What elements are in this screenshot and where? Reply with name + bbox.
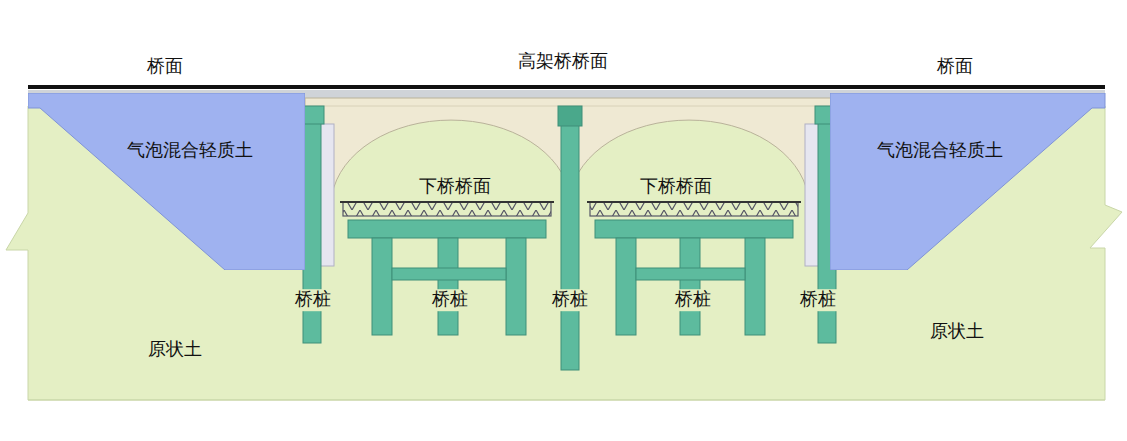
column xyxy=(745,238,765,335)
column xyxy=(438,238,458,335)
soil-label: 原状土 xyxy=(928,321,986,343)
region-outline xyxy=(28,93,305,270)
column xyxy=(616,238,636,335)
deck-label: 桥面 xyxy=(145,56,185,78)
column xyxy=(506,238,526,335)
region-outline xyxy=(830,93,1107,270)
pile-label: 桥桩 xyxy=(293,289,333,311)
pile-label: 桥桩 xyxy=(550,289,590,311)
region-label: 气泡混合轻质土 xyxy=(877,138,1003,162)
deck-top xyxy=(340,201,554,203)
pier-cap xyxy=(558,106,582,126)
pile-label: 桥桩 xyxy=(430,289,470,311)
cap-beam xyxy=(348,220,546,238)
foam-soil-fill xyxy=(830,93,1105,270)
foam-soil-fill xyxy=(28,93,305,270)
pile-label: 桥桩 xyxy=(673,289,713,311)
deck-surface xyxy=(28,85,1105,89)
pile-label: 桥桩 xyxy=(798,289,838,311)
tie-beam xyxy=(392,268,506,280)
soil-bottom xyxy=(28,400,1105,401)
soil-ground xyxy=(6,106,1122,400)
deck-label: 桥面 xyxy=(935,56,975,78)
soil-label: 原状土 xyxy=(146,339,204,361)
deck-top xyxy=(587,201,801,203)
cap-beam xyxy=(595,220,793,238)
tie-beam xyxy=(636,268,745,280)
middle-pier xyxy=(561,108,579,370)
column xyxy=(372,238,392,335)
deck-label: 高架桥桥面 xyxy=(516,51,610,73)
truss-deck xyxy=(343,202,551,216)
lower-deck-label: 下桥桥面 xyxy=(638,176,714,198)
column xyxy=(680,238,700,335)
lower-deck-label: 下桥桥面 xyxy=(417,176,493,198)
foam-soil-region: 气泡混合轻质土 xyxy=(28,93,305,270)
region-label: 气泡混合轻质土 xyxy=(127,138,253,162)
foam-soil-region: 气泡混合轻质土 xyxy=(830,93,1107,270)
truss-deck xyxy=(590,202,798,216)
